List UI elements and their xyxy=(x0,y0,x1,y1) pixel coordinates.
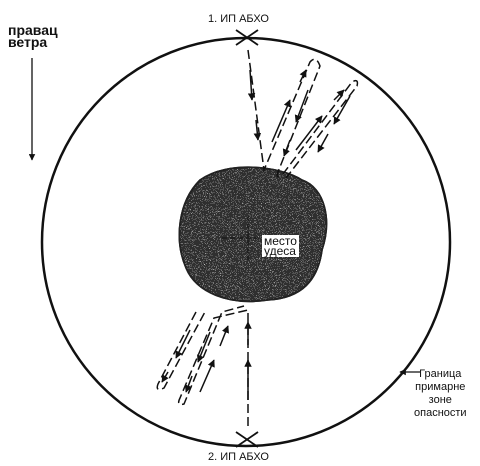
entry-point-1-label: 1. ИП АБХО xyxy=(208,13,269,25)
incident-site-label: место удеса xyxy=(262,235,299,257)
danger-zone-boundary-label: Граница примарне зоне опасности xyxy=(414,368,467,420)
boundary-label-line1: Граница xyxy=(414,368,467,381)
boundary-label-line2: примарне xyxy=(414,381,467,394)
recon-route-upper xyxy=(248,50,357,178)
recon-route-lower xyxy=(157,306,248,426)
boundary-label-line3: зоне xyxy=(414,394,467,407)
entry-point-2-label: 2. ИП АБХО xyxy=(208,451,269,463)
wind-direction-label: правац ветра xyxy=(8,24,58,48)
incident-label-line2: удеса xyxy=(264,246,297,256)
boundary-label-line4: опасности xyxy=(414,407,467,420)
contamination-area xyxy=(170,158,340,310)
